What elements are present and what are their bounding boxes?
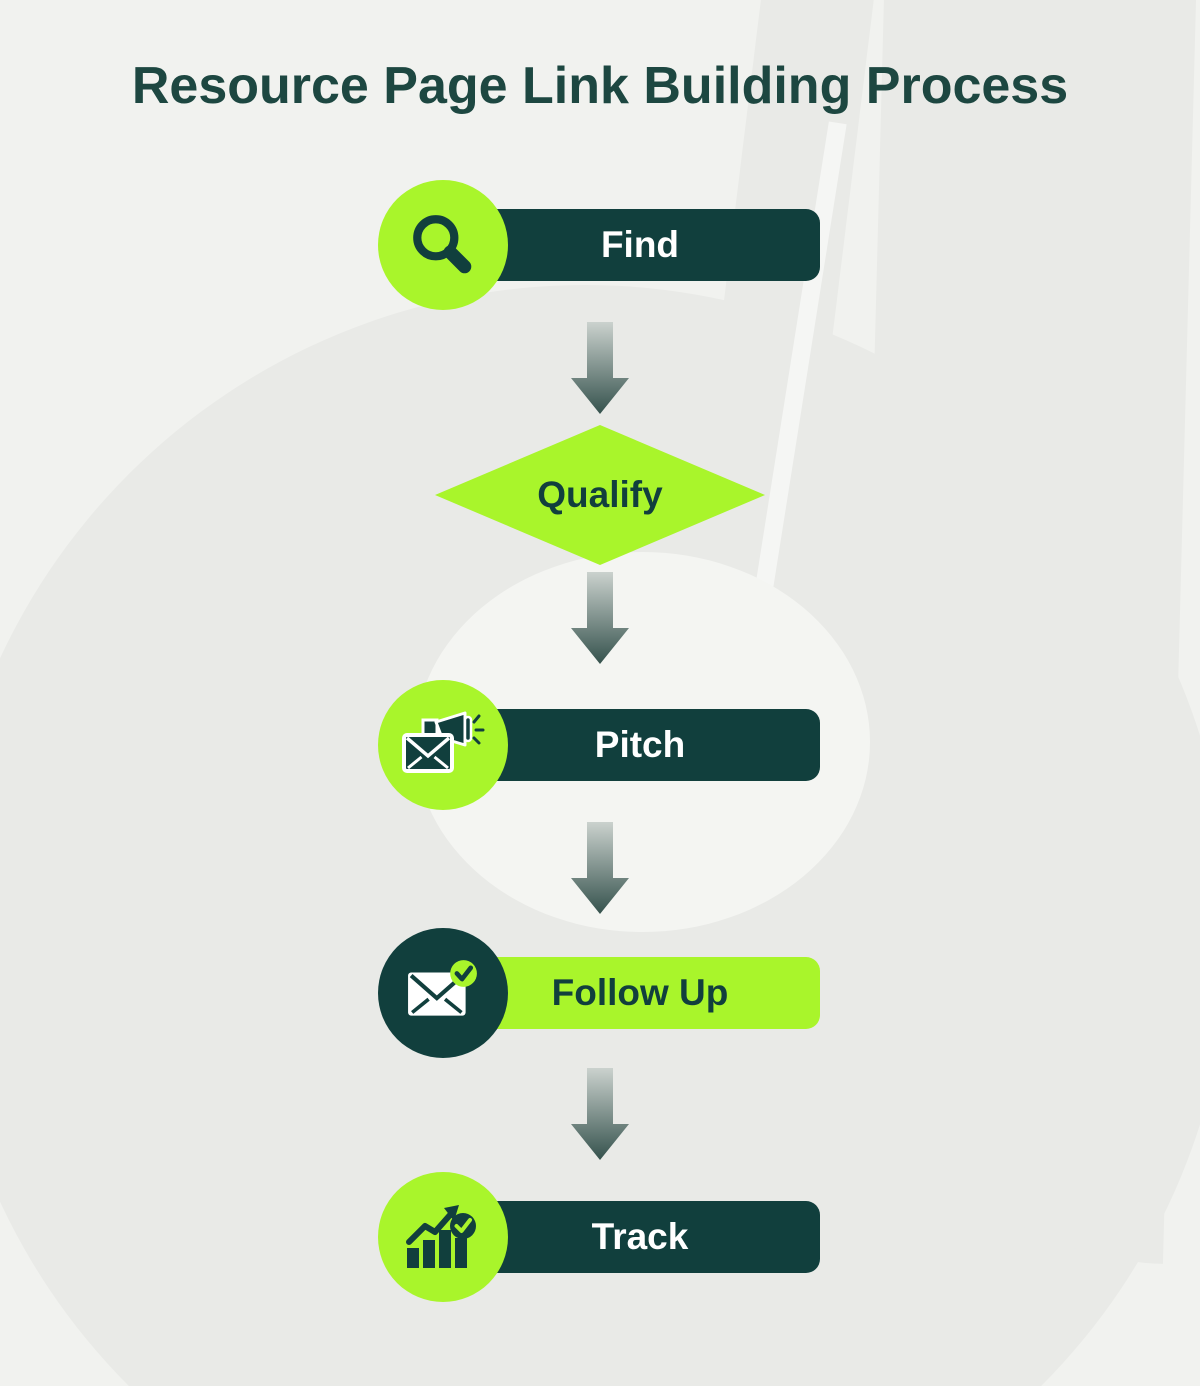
- background-watermark-band: [851, 0, 1197, 1264]
- megaphone-email-icon: [402, 711, 485, 773]
- step-find: Find: [378, 180, 820, 310]
- step-track: Track: [378, 1172, 820, 1302]
- down-arrow-4: [571, 1068, 629, 1160]
- find-label: Find: [600, 224, 680, 265]
- magnifier-icon: [413, 215, 472, 274]
- track-label: Track: [591, 1216, 689, 1257]
- pitch-label: Pitch: [594, 724, 686, 765]
- follow-up-label: Follow Up: [551, 972, 729, 1013]
- down-arrow-1: [571, 322, 629, 414]
- find-icon-circle: [378, 180, 508, 310]
- follow-up-icon-circle: [378, 928, 508, 1058]
- pitch-bar: Pitch: [460, 709, 820, 781]
- track-icon-circle: [378, 1172, 508, 1302]
- step-follow-up: Follow Up: [378, 928, 820, 1058]
- growth-chart-check-icon: [406, 1205, 476, 1268]
- down-arrow-2: [571, 572, 629, 664]
- follow-up-bar: Follow Up: [460, 957, 820, 1029]
- step-pitch: Pitch: [378, 680, 820, 810]
- qualify-label: Qualify: [537, 474, 663, 515]
- down-arrow-3: [571, 822, 629, 914]
- page-title: Resource Page Link Building Process: [131, 57, 1069, 115]
- find-bar: Find: [460, 209, 820, 281]
- pitch-icon-circle: [378, 680, 508, 810]
- email-check-icon: [408, 960, 477, 1016]
- track-bar: Track: [460, 1201, 820, 1273]
